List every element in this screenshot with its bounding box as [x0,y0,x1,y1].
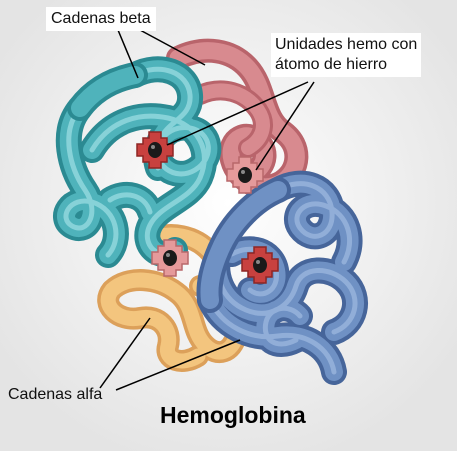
heme-unit-beta-pink [226,156,264,194]
leader-line-beta-pink [139,29,206,66]
heme-unit-beta-teal [136,131,174,169]
heme-unit-alpha-blue [241,246,279,284]
leader-line-heme-beta [166,81,309,146]
iron-atom [148,142,162,158]
leader-line-beta-teal [117,29,139,79]
leader-lines [99,29,315,391]
heme-unit-alpha-orange [151,239,189,277]
heme-units-label: Unidades hemo con átomo de hierro [271,33,422,77]
leader-line-alpha-orange [99,317,151,389]
iron-atom [238,167,252,183]
heme-units-label-line1: Unidades hemo con [275,36,418,53]
alpha-chains-label: Cadenas alfa [8,386,103,403]
heme-units-label-line2: átomo de hierro [275,56,388,73]
diagram-title: Hemoglobina [160,402,306,428]
teal-beta-chain [53,56,222,268]
blue-alpha-chain [196,170,368,385]
beta-chains-label: Cadenas beta [46,7,156,31]
iron-atom [253,257,267,273]
iron-atom [163,250,177,266]
leader-line-alpha-blue [115,339,241,391]
leader-line-heme-pink [255,81,315,171]
